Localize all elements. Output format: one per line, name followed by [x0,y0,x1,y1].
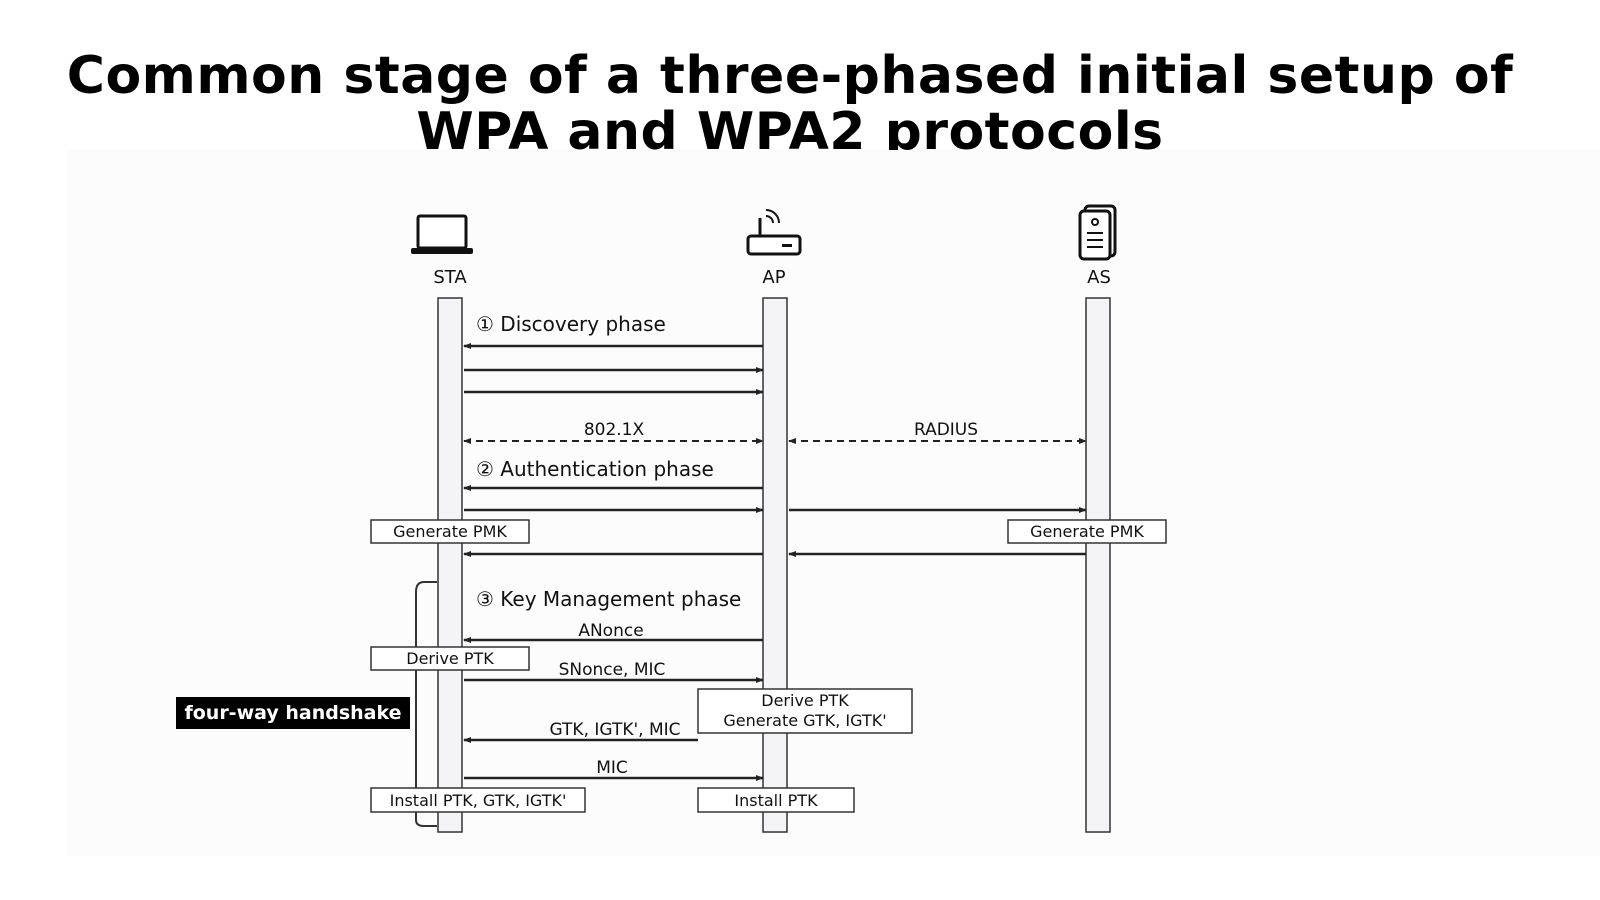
handshake-bracket [415,581,437,827]
box-sta-derive-ptk-label: Derive PTK [406,649,494,668]
box-ap-install-label: Install PTK [734,791,818,810]
handshake-label-bg [176,697,410,729]
server-icon [1078,204,1117,261]
msg-anonce-label: ANonce [578,621,643,641]
entity-label-sta: STA [433,267,467,288]
phase-key-management-label: ③ Key Management phase [476,587,741,611]
msg-snonce-mic-label: SNonce, MIC [559,660,666,680]
router-icon [746,209,802,256]
box-ap-derive-line2: Generate GTK, IGTK' [723,711,886,730]
msg-gtk-igtk-mic-label: GTK, IGTK', MIC [549,720,680,740]
box-ap-install [697,787,855,813]
msg-mic-label: MIC [596,758,628,778]
box-ap-derive-line1: Derive PTK [761,691,849,710]
entity-label-as: AS [1087,267,1111,288]
title-line-1: Common stage of a three-phased initial s… [66,46,1514,106]
msg-radius-label: RADIUS [914,420,978,440]
box-sta-install [370,787,586,813]
laptop-icon [411,214,473,254]
phase-authentication-label: ② Authentication phase [476,457,714,481]
phase-discovery-label: ① Discovery phase [476,312,666,336]
box-sta-generate-pmk [370,519,530,544]
box-sta-derive-ptk [370,646,530,671]
lifeline-sta [437,297,463,833]
page-title: Common stage of a three-phased initial s… [0,48,1580,160]
box-ap-derive-generate [697,688,913,734]
msg-dot1x-label: 802.1X [584,420,645,440]
box-as-generate-pmk-label: Generate PMK [1030,522,1144,541]
diagram-panel [66,150,1600,856]
box-sta-install-label: Install PTK, GTK, IGTK' [390,791,567,810]
box-as-generate-pmk [1007,519,1167,544]
lifeline-ap [762,297,788,833]
lifeline-as [1085,297,1111,833]
handshake-label: four-way handshake [184,702,401,724]
box-sta-generate-pmk-label: Generate PMK [393,522,507,541]
entity-label-ap: AP [762,267,785,288]
